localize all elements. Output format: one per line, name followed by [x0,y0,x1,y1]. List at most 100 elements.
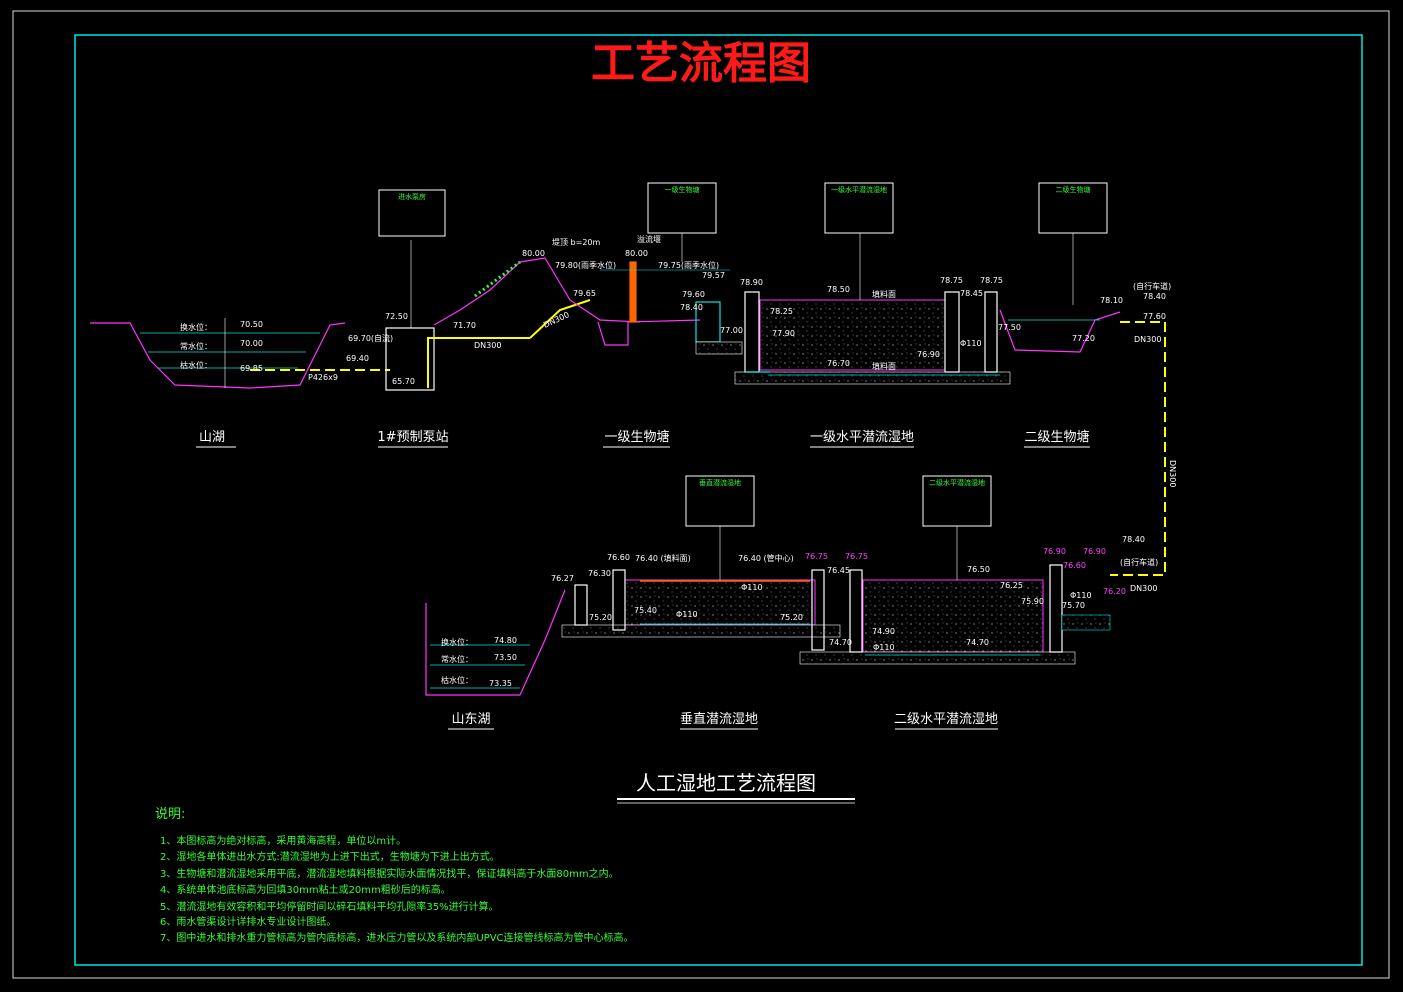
annotation: 堤顶 b=20m [552,237,601,247]
label-change-level: 换水位： [180,322,212,332]
callout-hsf1-box [824,182,894,234]
callout-hsf1-title: 一级水平潜流湿地 [831,185,887,194]
unit-label-pond2: 二级生物塘 [1024,429,1089,445]
elev: 76.75 [845,552,868,561]
callout-boxes-top [378,182,1108,305]
pipe-label: DN300 [1130,584,1157,593]
elev: 74.80 [494,636,517,645]
elev: 79.60 [682,290,705,299]
elev: 76.60 [1063,561,1086,570]
note-item: 4、系统单体池底标高为回填30mm粘土或20mm粗砂后的标高。 [160,883,451,896]
callout-text-top: 进水泵房 一级生物塘 一级水平潜流湿地 二级生物塘 [398,185,1091,201]
elev: 76.90 [917,350,940,359]
outer-frame [12,10,1390,979]
notes-block: 说明: 1、本图标高为绝对标高，采用黄海高程，单位以m计。 2、湿地各单体进出水… [155,807,634,944]
water-level-labels-bottom: 换水位： 常水位： 枯水位： [441,637,473,685]
elev: 78.75 [980,276,1003,285]
elev: 70.50 [240,320,263,329]
annotation: 填料面 [872,361,896,371]
elev: 77.60 [1143,312,1166,321]
pipe-label: Φ110 [873,643,895,652]
label-change-level: 换水位： [441,637,473,647]
pipe-label: Φ110 [1070,591,1092,600]
elev: 76.30 [588,569,611,578]
elev: 77.90 [772,329,795,338]
shandong-lake-profile [425,589,566,696]
pipe-label: Φ110 [960,339,982,348]
elev: 78.25 [770,307,793,316]
elevations-top: 70.50 70.00 69.85 72.50 69.70(自流) 69.40 … [240,249,1166,386]
elev: 79.65 [573,289,596,298]
callout-boxes-bottom [685,475,992,580]
callout-pond1-title: 一级生物塘 [665,185,700,194]
label-low-level: 枯水位： [441,675,473,685]
elev: 76.45 [827,566,850,575]
unit-labels-bottom: 山东湖 垂直潜流湿地 二级水平潜流湿地 [448,712,998,730]
note-item: 3、生物塘和潜流湿地采用平底，潜流湿地填料根据实际水面情况找平，保证填料高于水面… [160,867,619,880]
note-item: 6、雨水管渠设计详排水专业设计图纸。 [160,915,336,928]
water-level-labels-top: 换水位： 常水位： 枯水位： [180,322,212,370]
label-normal-level: 常水位： [441,654,473,664]
elev: 74.90 [872,627,895,636]
pipe-label: P426x9 [308,373,338,382]
callout-vsf-title: 垂直潜流湿地 [699,478,741,487]
pond2-profile [999,309,1121,353]
elev: 69.40 [346,354,369,363]
annotation: 溢流堰 [637,234,661,244]
elev: 76.50 [967,565,990,574]
label-normal-level: 常水位： [180,341,212,351]
note-item: 2、湿地各单体进出水方式:潜流湿地为上进下出式，生物塘为下进上出方式。 [160,850,500,863]
hsf1-basin [759,299,946,371]
page-title: 工艺流程图 [591,38,811,89]
elev: 77.50 [998,323,1021,332]
elev: 65.70 [392,377,415,386]
unit-label-hsf1: 一级水平潜流湿地 [810,430,914,445]
elev: 76.20 [1103,587,1126,596]
elev: 76.60 [607,553,630,562]
elev: 74.70 [829,638,852,647]
unit-label-hsf2: 二级水平潜流湿地 [894,712,998,727]
hsf2-basin [862,579,1044,653]
pipe-label: Φ110 [741,583,763,592]
label-low-level: 枯水位： [180,360,212,370]
unit-label-vsf: 垂直潜流湿地 [680,712,758,727]
pump-station [385,327,435,391]
note-item: 5、潜流湿地有效容积和平均停留时间以碎石填料平均孔隙率35%进行计算。 [160,900,499,913]
callout-hsf2-title: 二级水平潜流湿地 [929,478,985,487]
diagram-subtitle: 人工湿地工艺流程图 [636,771,816,795]
elev: 76.75 [805,552,828,561]
elev: 80.00 [625,249,648,258]
elev: 73.35 [489,679,512,688]
vsf-basin [624,579,816,626]
elev: 76.25 [1000,581,1023,590]
elev: 79.80(雨季水位) [555,260,616,270]
elev: 76.90 [1043,547,1066,556]
elev: 71.70 [453,321,476,330]
pipe-labels-top: P426x9 DN300 DN300 DN300 DN300 Φ110 填料面 … [308,234,1177,487]
elev: 76.40 (管中心) [738,553,794,563]
elev: 76.70 [827,359,850,368]
elev: 69.70(自流) [348,333,393,343]
berm-slope [433,257,641,326]
elev: 78.40 [680,303,703,312]
annotation: (自行车道) [1120,557,1158,567]
elev: 79.57 [702,271,725,280]
pipe-right-connector [1110,321,1166,576]
elev: 78.50 [827,285,850,294]
elev: 78.40 [1143,292,1166,301]
elev: 73.50 [494,653,517,662]
callout-pump-title: 进水泵房 [398,192,426,201]
elev: 76.90 [1083,547,1106,556]
top-section [90,240,1166,576]
elev: 69.85 [240,364,263,373]
pipe-labels-bottom: Φ110 Φ110 Φ110 Φ110 DN300 (自行车道) [676,557,1158,652]
pipe-label: Φ110 [676,610,698,619]
note-item: 7、图中进水和排水重力管标高为管内底标高，进水压力管以及系统内部UPVC连接管线… [160,931,634,944]
unit-label-pump: 1#预制泵站 [377,430,448,445]
elev: 78.10 [1100,296,1123,305]
callout-text-bottom: 垂直潜流湿地 二级水平潜流湿地 [699,478,985,487]
annotation: 填料面 [872,289,896,299]
elev: 74.70 [966,638,989,647]
pipe-label: DN300 [1168,460,1177,487]
